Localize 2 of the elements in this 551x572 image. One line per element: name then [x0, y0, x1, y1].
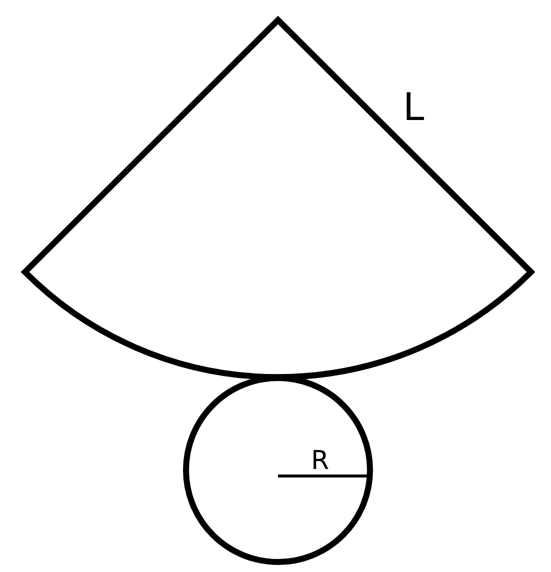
slant-length-label: L [403, 88, 424, 126]
radius-label: R [311, 448, 330, 474]
